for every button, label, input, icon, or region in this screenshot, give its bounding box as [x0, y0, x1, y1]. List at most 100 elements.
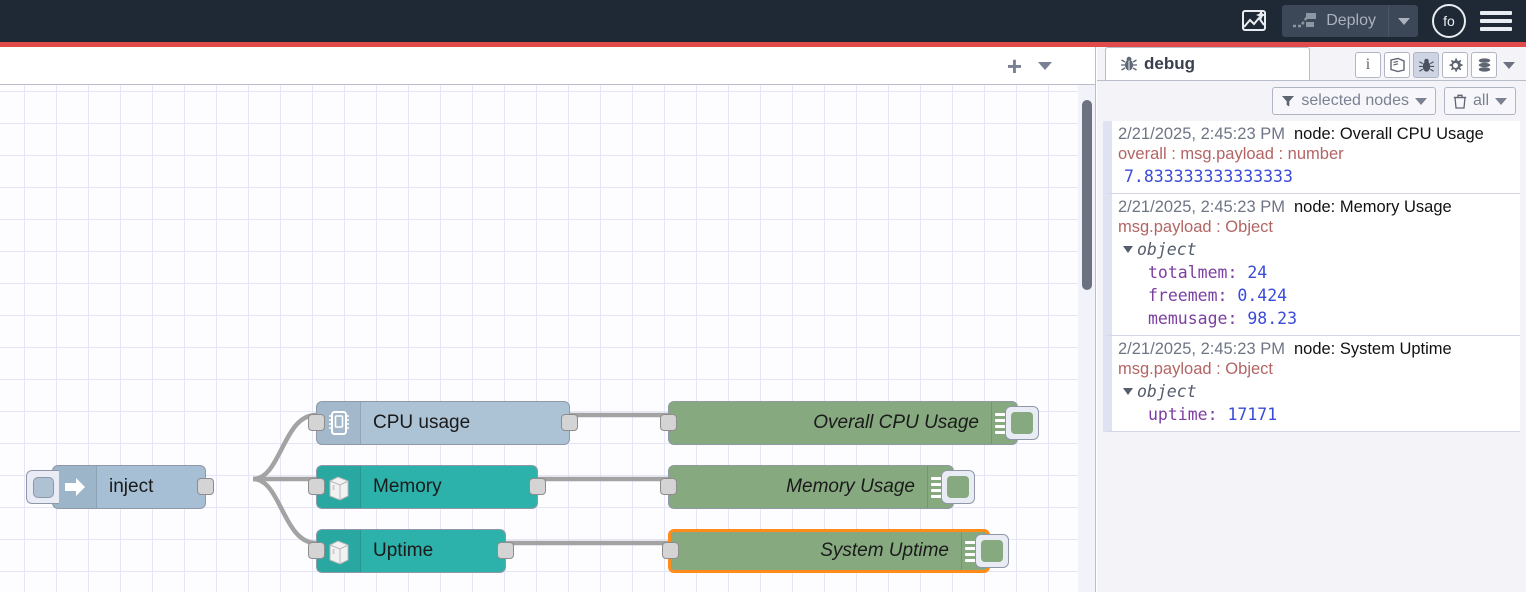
node-memory[interactable]: Memory [308, 465, 546, 509]
node-debug-memory-usage[interactable]: Memory Usage [660, 465, 975, 509]
object-value: 24 [1247, 263, 1268, 282]
flow-tabs-toolbar: + [0, 47, 1095, 85]
tab-debug-label: debug [1144, 54, 1195, 73]
debug-message[interactable]: 2/21/2025, 2:45:23 PM node: System Uptim… [1103, 336, 1520, 432]
debug-toggle-button[interactable] [975, 534, 1009, 568]
avatar[interactable]: fo [1432, 4, 1466, 38]
object-property-row: totalmem: 24 [1148, 263, 1268, 282]
chevron-down-icon [1123, 388, 1133, 395]
chevron-down-icon [1414, 97, 1427, 105]
node-uptime[interactable]: Uptime [308, 529, 514, 573]
object-value: 98.23 [1247, 309, 1298, 328]
object-key: totalmem [1148, 263, 1228, 282]
object-expander[interactable]: object [1118, 382, 1514, 401]
node-input-port[interactable] [308, 414, 325, 431]
canvas-vertical-scrollbar[interactable] [1082, 100, 1092, 290]
debug-message-node[interactable]: node: System Uptime [1293, 340, 1452, 358]
node-output-port[interactable] [561, 414, 578, 431]
node-inject[interactable]: inject [26, 465, 214, 509]
deploy-button[interactable]: Deploy [1282, 5, 1418, 37]
tab-debug[interactable]: debug [1105, 47, 1310, 80]
chevron-down-icon[interactable] [1503, 61, 1515, 69]
object-key: memusage [1148, 309, 1228, 328]
object-key: uptime [1148, 405, 1208, 424]
debug-message-topic: overall : msg.payload : number [1118, 145, 1344, 163]
debug-message-topic: msg.payload : Object [1118, 360, 1273, 378]
debug-message-node[interactable]: node: Overall CPU Usage [1293, 125, 1484, 143]
debug-lines-icon [961, 532, 985, 570]
trash-icon [1453, 94, 1467, 109]
chevron-down-icon [1495, 97, 1507, 105]
deploy-icon [1293, 13, 1317, 28]
info-tab-icon[interactable]: i [1355, 52, 1381, 78]
debug-message-time: 2/21/2025, 2:45:23 PM [1118, 125, 1285, 143]
image-sparkle-icon[interactable] [1236, 2, 1274, 40]
chevron-down-icon[interactable] [1038, 61, 1052, 70]
debug-message-header: 2/21/2025, 2:45:23 PM node: Memory Usage [1118, 198, 1514, 217]
clear-messages-label: all [1472, 92, 1489, 109]
debug-toggle-indicator [1011, 412, 1033, 434]
node-output-port[interactable] [529, 478, 546, 495]
debug-message-header: 2/21/2025, 2:45:23 PM node: System Uptim… [1118, 340, 1514, 359]
debug-lines-icon [991, 402, 1015, 444]
object-value: 17171 [1227, 405, 1278, 424]
node-input-port[interactable] [660, 414, 677, 431]
object-label: object [1137, 382, 1197, 401]
object-value: 0.424 [1237, 286, 1288, 305]
node-input-port[interactable] [308, 542, 325, 559]
node-label: Memory Usage [786, 476, 915, 497]
filter-nodes-label: selected nodes [1301, 92, 1409, 109]
debug-message-node[interactable]: node: Memory Usage [1293, 198, 1452, 216]
help-book-icon[interactable] [1384, 52, 1410, 78]
node-debug-overall-cpu-usage[interactable]: Overall CPU Usage [660, 401, 1039, 445]
inject-button-inner [32, 476, 54, 498]
node-output-port[interactable] [497, 542, 514, 559]
object-property-row: freemem: 0.424 [1148, 286, 1288, 305]
node-input-port[interactable] [660, 478, 677, 495]
bug-icon [1121, 56, 1137, 71]
chevron-down-icon [1397, 17, 1410, 25]
node-cpu-usage[interactable]: CPU usage [308, 401, 578, 445]
debug-message-list[interactable]: 2/21/2025, 2:45:23 PM node: Overall CPU … [1103, 121, 1520, 586]
debug-toggle-button[interactable] [941, 470, 975, 504]
inject-arrow-icon [53, 466, 97, 508]
debug-tab-icon[interactable] [1413, 52, 1439, 78]
debug-message-time: 2/21/2025, 2:45:23 PM [1118, 340, 1285, 358]
object-key: freemem [1148, 286, 1218, 305]
debug-toggle-indicator [981, 540, 1003, 562]
debug-message[interactable]: 2/21/2025, 2:45:23 PM node: Overall CPU … [1103, 121, 1520, 194]
node-input-port[interactable] [662, 542, 679, 559]
object-expander[interactable]: object [1118, 240, 1514, 259]
flow-canvas-area: + [0, 47, 1096, 592]
filter-nodes-button[interactable]: selected nodes [1272, 87, 1436, 115]
debug-message[interactable]: 2/21/2025, 2:45:23 PM node: Memory Usage… [1103, 194, 1520, 336]
config-gear-icon[interactable] [1442, 52, 1468, 78]
node-label: Memory [373, 476, 442, 497]
app-header: Deploy fo [0, 0, 1526, 42]
debug-filter-row: selected nodes all [1097, 81, 1526, 121]
debug-toggle-indicator [947, 476, 969, 498]
inject-trigger-button[interactable] [26, 470, 59, 504]
node-label: System Uptime [820, 540, 949, 561]
debug-sidebar: debug i [1097, 47, 1526, 592]
deploy-button-main[interactable]: Deploy [1282, 5, 1388, 37]
hamburger-menu-icon[interactable] [1480, 7, 1512, 35]
sidebar-tab-row: debug i [1097, 47, 1526, 81]
node-debug-system-uptime[interactable]: System Uptime [662, 529, 1009, 573]
flow-wires [252, 412, 668, 546]
context-data-icon[interactable] [1471, 52, 1497, 78]
deploy-label: Deploy [1326, 12, 1376, 29]
node-label: inject [109, 476, 154, 497]
chevron-down-icon [1123, 246, 1133, 253]
node-label: Uptime [373, 540, 434, 561]
node-input-port[interactable] [308, 478, 325, 495]
object-property-row: memusage: 98.23 [1148, 309, 1298, 328]
node-output-port[interactable] [197, 478, 214, 495]
debug-message-header: 2/21/2025, 2:45:23 PM node: Overall CPU … [1118, 125, 1514, 144]
clear-messages-button[interactable]: all [1443, 87, 1516, 115]
deploy-dropdown-button[interactable] [1388, 5, 1418, 37]
debug-message-value: 7.833333333333333 [1124, 167, 1293, 186]
avatar-initials: fo [1443, 13, 1455, 29]
debug-toggle-button[interactable] [1005, 406, 1039, 440]
plus-icon[interactable]: + [1006, 50, 1022, 81]
